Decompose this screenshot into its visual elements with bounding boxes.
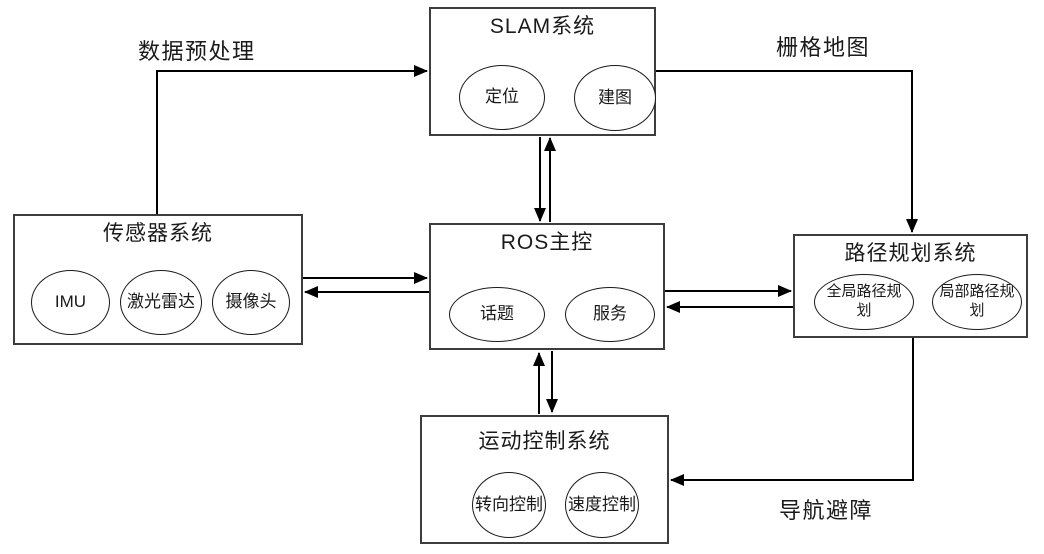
node-motion-control-system: 运动控制系统 转向控制 速度控制	[420, 415, 669, 544]
ellipse-mapping: 建图	[574, 65, 656, 131]
arrow-preprocess-sensor-to-slam	[156, 65, 428, 214]
edge-label-preprocess: 数据预处理	[138, 39, 256, 64]
ellipse-localization: 定位	[459, 65, 545, 130]
ellipse-topic: 话题	[449, 287, 545, 342]
node-sensor-title: 传感器系统	[103, 222, 213, 245]
ellipse-service: 服务	[565, 287, 655, 342]
edge-label-navigation: 导航避障	[779, 498, 874, 523]
ellipse-lidar: 激光雷达	[120, 270, 202, 335]
node-ros-title: ROS主控	[500, 231, 594, 254]
node-slam-title: SLAM系统	[489, 15, 596, 38]
node-motion-control-title: 运动控制系统	[478, 430, 611, 453]
node-path-planning-title: 路径规划系统	[844, 242, 977, 265]
ellipse-camera-label: 摄像头	[225, 292, 277, 312]
ellipse-localization-label: 定位	[485, 87, 519, 107]
node-path-planning-system: 路径规划系统 全局路径规划 局部路径规划	[793, 234, 1028, 338]
ellipse-lidar-label: 激光雷达	[127, 292, 195, 312]
node-sensor-system: 传感器系统 IMU 激光雷达 摄像头	[13, 214, 303, 345]
ellipse-global-path-planning: 全局路径规划	[814, 274, 914, 330]
ellipse-global-path-planning-label: 全局路径规划	[826, 283, 902, 319]
arrow-navigation-path-to-motion	[670, 338, 914, 486]
ellipse-speed-control: 速度控制	[565, 472, 639, 538]
ellipse-imu-label: IMU	[54, 292, 87, 312]
ellipse-topic-label: 话题	[480, 304, 514, 324]
ellipse-local-path-planning: 局部路径规划	[932, 274, 1022, 330]
edge-label-grid-map: 栅格地图	[776, 35, 871, 60]
node-slam-system: SLAM系统 定位 建图	[429, 7, 656, 136]
ellipse-service-label: 服务	[593, 304, 627, 324]
ellipse-steering-control-label: 转向控制	[475, 494, 543, 514]
ellipse-steering-control: 转向控制	[472, 472, 546, 538]
arrow-gridmap-slam-to-path	[656, 70, 918, 233]
ellipse-speed-control-label: 速度控制	[568, 494, 636, 514]
ellipse-imu: IMU	[31, 270, 110, 335]
ellipse-camera: 摄像头	[212, 270, 290, 335]
ellipse-local-path-planning-label: 局部路径规划	[939, 283, 1015, 319]
ellipse-mapping-label: 建图	[598, 87, 632, 107]
node-ros-master: ROS主控 话题 服务	[429, 223, 665, 350]
